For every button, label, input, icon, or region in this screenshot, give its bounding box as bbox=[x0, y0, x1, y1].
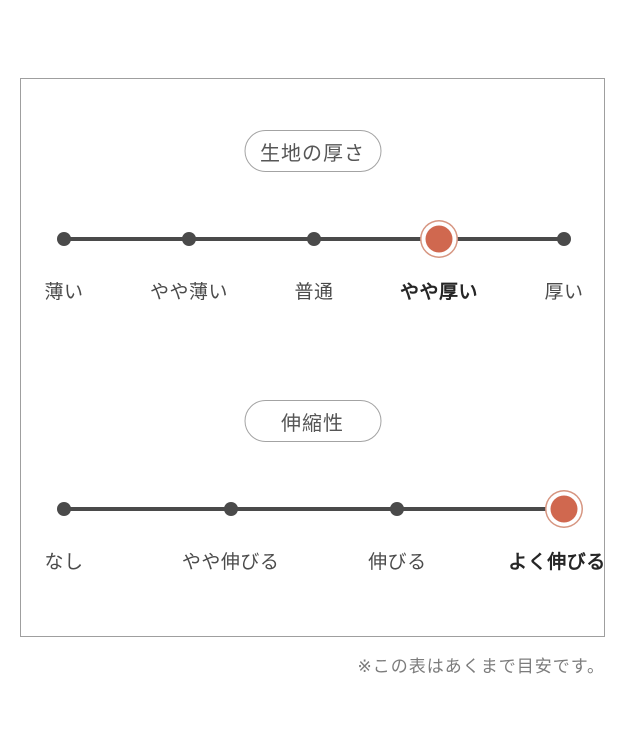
thickness-title-badge: 生地の厚さ bbox=[244, 130, 381, 172]
thickness-dot-thick bbox=[557, 232, 571, 246]
thickness-dot-slightly-thick bbox=[425, 225, 453, 253]
stretch-dot-stretchy bbox=[390, 502, 405, 516]
stretch-label-none: なし bbox=[44, 551, 84, 573]
stretch-dot-none bbox=[57, 502, 71, 516]
thickness-label-thick: 厚い bbox=[544, 281, 584, 303]
thickness-label-thin: 薄い bbox=[44, 281, 84, 303]
thickness-title: 生地の厚さ bbox=[260, 140, 365, 165]
thickness-scale-line bbox=[57, 225, 571, 253]
spec-chart-box: 生地の厚さ 薄い やや薄い 普通 やや厚い 厚い 伸縮性 なし やや伸びる 伸び… bbox=[20, 78, 605, 637]
stretch-scale-line bbox=[57, 495, 578, 523]
stretch-title-badge: 伸縮性 bbox=[244, 400, 381, 442]
stretch-dot-very-stretchy bbox=[550, 495, 578, 523]
thickness-dot-normal bbox=[307, 232, 321, 246]
disclaimer-footnote: ※この表はあくまで目安です。 bbox=[357, 657, 605, 677]
thickness-label-slightly-thick: やや厚い bbox=[399, 281, 479, 303]
stretch-labels: なし やや伸びる 伸びる よく伸びる bbox=[44, 547, 605, 573]
thickness-dot-slightly-thin bbox=[182, 232, 196, 246]
thickness-labels: 薄い やや薄い 普通 やや厚い 厚い bbox=[44, 277, 583, 303]
thickness-label-normal: 普通 bbox=[294, 281, 334, 303]
thickness-dot-thin bbox=[57, 232, 71, 246]
stretch-dot-slightly-stretchy bbox=[223, 502, 238, 516]
thickness-label-slightly-thin: やや薄い bbox=[149, 281, 229, 303]
stretch-label-stretchy: 伸びる bbox=[368, 551, 427, 573]
stretch-label-very-stretchy: よく伸びる bbox=[508, 551, 606, 573]
stretch-title: 伸縮性 bbox=[281, 410, 344, 435]
stretch-label-slightly-stretchy: やや伸びる bbox=[181, 551, 280, 573]
